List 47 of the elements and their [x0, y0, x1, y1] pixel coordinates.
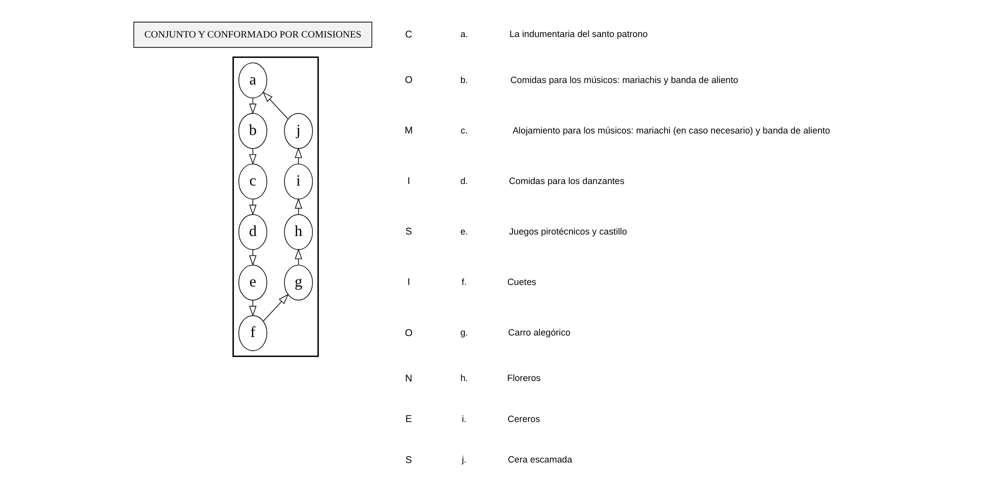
label: I — [406, 277, 410, 288]
arrow — [294, 148, 302, 164]
cluster — [232, 56, 318, 358]
label: I — [406, 176, 410, 188]
arrow — [262, 294, 288, 322]
node-ellipse: a — [238, 62, 267, 98]
node-ellipse: f — [238, 315, 267, 352]
arrow — [262, 92, 288, 120]
label: j. — [461, 454, 466, 465]
label: b. — [460, 74, 468, 85]
node-ellipse: i — [284, 164, 312, 200]
label: Comidas para los músicos: mariachis y banda de aliento — [510, 74, 738, 85]
label: e. — [460, 226, 468, 236]
label: C — [404, 29, 412, 40]
label: Carro alegórico — [508, 328, 570, 338]
label: Cuetes — [506, 276, 536, 287]
node-ellipse: e — [238, 264, 267, 301]
label: M — [404, 126, 412, 137]
label: Juegos pirotécnicos y castillo — [508, 226, 627, 236]
label: i. — [461, 414, 466, 424]
label: f. — [461, 276, 466, 287]
label: Comidas para los danzantes — [508, 176, 624, 186]
node-ellipse: j — [284, 113, 312, 149]
label: Alojamiento para los músicos: mariachi (en caso necesario) y banda de aliento — [512, 125, 830, 136]
label: E — [404, 414, 412, 426]
label: N — [404, 373, 412, 384]
label: Cereros — [507, 414, 540, 424]
label: d. — [460, 176, 468, 186]
arrow — [294, 198, 302, 215]
arrow — [294, 248, 302, 266]
label: O — [404, 328, 412, 339]
node-ellipse: g — [284, 264, 312, 301]
label: S — [404, 454, 412, 466]
node-ellipse: h — [284, 214, 312, 250]
label: O — [404, 74, 412, 86]
label: Cera escamada — [507, 454, 572, 465]
node-ellipse: b — [238, 113, 267, 149]
node-ellipse: c — [238, 164, 267, 200]
node-ellipse: d — [238, 214, 267, 250]
label: La indumentaria del santo patrono — [509, 29, 648, 40]
label: Floreros — [506, 373, 540, 384]
label: c. — [460, 125, 468, 136]
label: h. — [460, 373, 468, 384]
node-box: CONJUNTO Y CONFORMADO POR COMISIONES — [132, 22, 372, 48]
label: S — [404, 226, 412, 238]
label: a. — [460, 29, 468, 40]
label: g. — [460, 328, 468, 338]
